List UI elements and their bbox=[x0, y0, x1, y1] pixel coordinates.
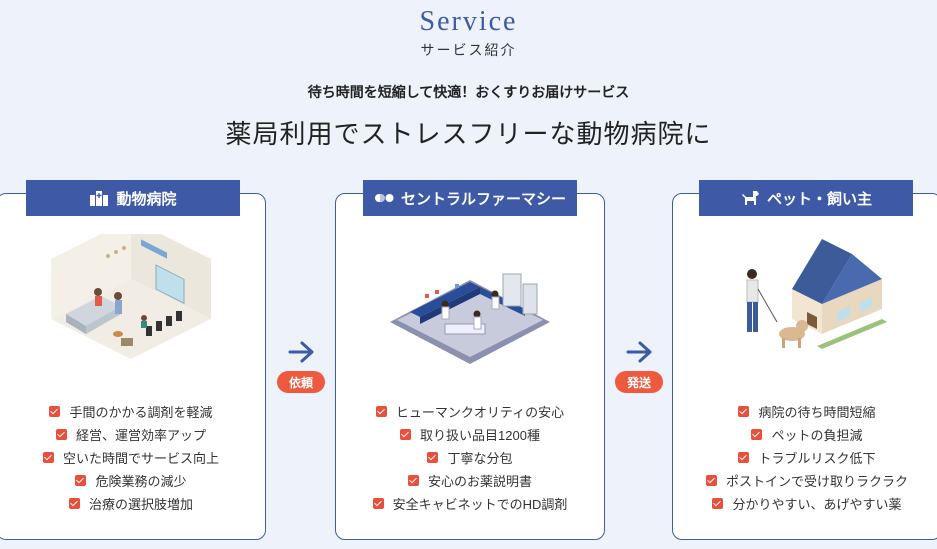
check-icon bbox=[751, 429, 763, 440]
card-central-pharmacy: ヒューマンクオリティの安心 取り扱い品目1200種 丁寧な分包 安心のお薬説明書… bbox=[335, 193, 605, 540]
list-item: 取り扱い品目1200種 bbox=[400, 423, 540, 446]
check-icon bbox=[407, 475, 419, 486]
check-icon bbox=[49, 406, 61, 417]
arrow-right-icon bbox=[626, 341, 652, 363]
list-item: 空いた時間でサービス向上 bbox=[42, 446, 219, 469]
feature-list: ヒューマンクオリティの安心 取り扱い品目1200種 丁寧な分包 安心のお薬説明書… bbox=[336, 400, 604, 515]
card-header-pet-owner: ペット・飼い主 bbox=[699, 180, 913, 216]
card-header-animal-hospital: 動物病院 bbox=[26, 180, 240, 216]
check-icon bbox=[738, 452, 750, 463]
list-item: ポストインで受け取りラクラク bbox=[705, 469, 908, 492]
check-icon bbox=[372, 498, 384, 509]
card-animal-hospital: 手間のかかる調剤を軽減 経営、運営効率アップ 空いた時間でサービス向上 危険業務… bbox=[0, 193, 266, 540]
request-badge: 依頼 bbox=[277, 371, 325, 393]
list-item: 安全キャビネットでのHD調剤 bbox=[372, 492, 567, 515]
check-icon bbox=[400, 429, 412, 440]
check-icon bbox=[68, 498, 80, 509]
list-item: 丁寧な分包 bbox=[427, 446, 513, 469]
check-icon bbox=[55, 429, 67, 440]
list-item: 分かりやすい、あげやすい薬 bbox=[712, 492, 902, 515]
check-icon bbox=[375, 406, 387, 417]
check-icon bbox=[427, 452, 439, 463]
section-title: Service bbox=[419, 6, 518, 37]
check-icon bbox=[42, 452, 54, 463]
list-item: 危険業務の減少 bbox=[75, 469, 187, 492]
animal-hospital-illustration bbox=[51, 234, 211, 359]
list-item: 安心のお薬説明書 bbox=[407, 469, 532, 492]
feature-list: 手間のかかる調剤を軽減 経営、運営効率アップ 空いた時間でサービス向上 危険業務… bbox=[0, 400, 265, 515]
check-icon bbox=[712, 498, 724, 509]
arrow-right-icon bbox=[288, 341, 314, 363]
pharmacy-illustration bbox=[390, 273, 550, 364]
pet-owner-illustration bbox=[746, 239, 887, 349]
pills-icon bbox=[374, 194, 394, 202]
list-item: 経営、運営効率アップ bbox=[55, 423, 206, 446]
list-item: 治療の選択肢増加 bbox=[68, 492, 193, 515]
section-subtitle: サービス紹介 bbox=[420, 42, 517, 58]
list-item: ヒューマンクオリティの安心 bbox=[375, 400, 564, 423]
card-pet-owner: 病院の待ち時間短縮 ペットの負担減 トラブルリスク低下 ポストインで受け取りラク… bbox=[672, 193, 937, 540]
ship-badge: 発送 bbox=[615, 371, 663, 393]
list-item: 病院の待ち時間短縮 bbox=[738, 400, 876, 423]
list-item: トラブルリスク低下 bbox=[738, 446, 876, 469]
card-header-central-pharmacy: セントラルファーマシー bbox=[363, 180, 577, 216]
check-icon bbox=[75, 475, 87, 486]
dog-icon bbox=[741, 191, 759, 205]
feature-list: 病院の待ち時間短縮 ペットの負担減 トラブルリスク低下 ポストインで受け取りラク… bbox=[673, 400, 937, 515]
list-item: ペットの負担減 bbox=[751, 423, 863, 446]
check-icon bbox=[738, 406, 750, 417]
list-item: 手間のかかる調剤を軽減 bbox=[49, 400, 213, 423]
tagline: 待ち時間を短縮して快適！おくすりお届けサービス bbox=[307, 84, 630, 100]
hospital-building-icon bbox=[90, 191, 109, 206]
check-icon bbox=[705, 475, 717, 486]
headline: 薬局利用でストレスフリーな動物病院に bbox=[225, 120, 712, 149]
